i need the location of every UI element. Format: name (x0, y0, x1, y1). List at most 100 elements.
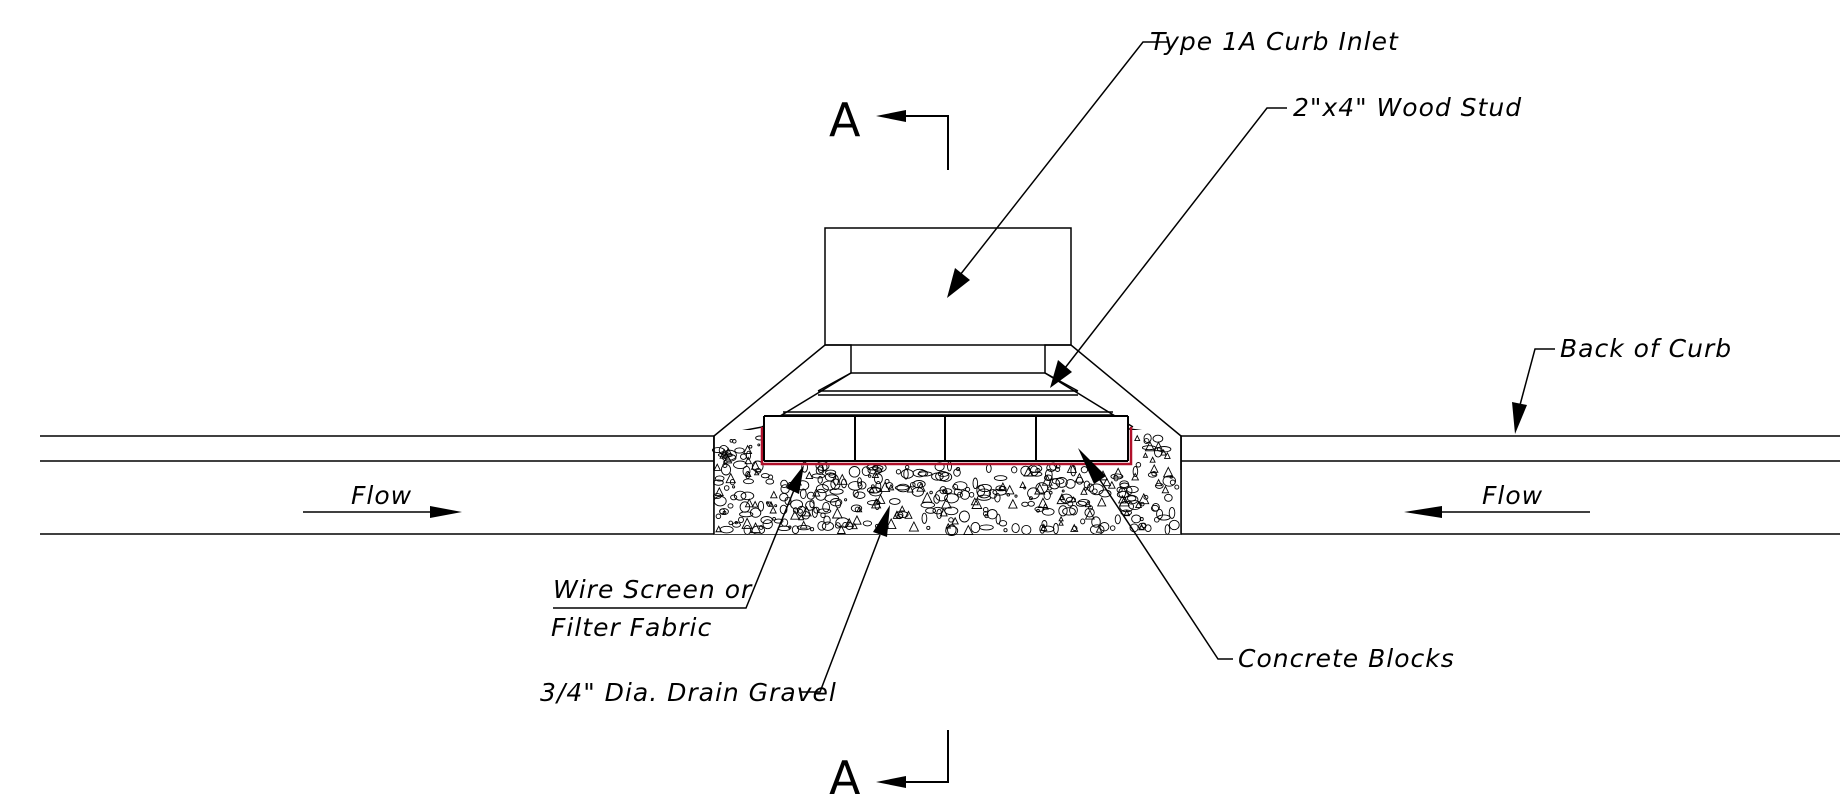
gravel-stone (1011, 466, 1018, 474)
gravel-stone (714, 475, 725, 482)
section-label-top: A (829, 93, 861, 147)
gravel-stone (790, 499, 804, 510)
gravel-stone (1168, 506, 1176, 519)
flow-arrowhead-right (1404, 506, 1442, 518)
gravel-stone (723, 447, 733, 457)
gravel-stone (713, 495, 727, 507)
gravel-stone (739, 511, 754, 518)
gravel-stone (1164, 493, 1173, 502)
gravel-stone (1031, 471, 1043, 477)
gravel-stone (801, 505, 812, 517)
gravel-stone (768, 500, 774, 507)
gravel-stone (904, 510, 913, 519)
gravel-stone (952, 483, 959, 490)
gravel-stone (1149, 456, 1156, 463)
gravel-stone (920, 501, 936, 509)
gravel-stone (1141, 445, 1157, 451)
label-wood-stud: 2"x4" Wood Stud (1293, 93, 1522, 122)
gravel-stone (715, 513, 722, 520)
gravel-stone (1131, 472, 1140, 481)
gravel-stone (875, 480, 882, 493)
gravel-stone (1169, 475, 1173, 479)
gravel-stone (1061, 489, 1065, 493)
gravel-stone (805, 471, 814, 480)
gravel-stone (871, 484, 875, 489)
gravel-stone (733, 460, 748, 470)
gravel-stone (979, 524, 994, 531)
flow-arrow-right: Flow (1404, 481, 1590, 518)
gravel-stone (1126, 485, 1139, 494)
gravel-stone (956, 467, 961, 472)
gravel-stone (734, 447, 745, 454)
gravel-stone (1117, 494, 1127, 504)
gravel-stone (934, 462, 945, 472)
gravel-stone (1138, 492, 1150, 505)
gravel-stone (713, 479, 724, 486)
gravel-stone (758, 525, 764, 530)
gravel-stone (874, 498, 880, 511)
gravel-stone (1160, 448, 1167, 456)
gravel-stone (926, 525, 931, 530)
gravel-stone (711, 447, 725, 454)
gravel-stone (1077, 498, 1091, 506)
gravel-stone (740, 491, 755, 501)
gravel-stone (1156, 508, 1164, 520)
section-marker-bottom: A (829, 730, 949, 794)
gravel-stone (1080, 487, 1088, 495)
gravel-stone (750, 460, 761, 470)
gravel-stone (769, 490, 778, 499)
callout-arrow-drain-gravel (873, 505, 890, 537)
gravel-stone (738, 516, 744, 524)
gravel-stone (790, 509, 800, 520)
gravel-stone (1164, 524, 1171, 535)
gravel-stone (972, 477, 979, 490)
gravel-stone (774, 504, 778, 508)
gravel-stone (921, 512, 928, 524)
gravel-stone (1027, 487, 1040, 500)
gravel-stone (760, 516, 773, 524)
gravel-stone (1116, 486, 1123, 493)
gravel-stone (1119, 500, 1134, 513)
gravel-stone (1102, 477, 1112, 487)
gravel-stone (868, 474, 872, 478)
gravel-stone (1066, 462, 1078, 473)
gravel-stone (768, 474, 774, 480)
gravel-stone (948, 517, 954, 523)
gravel-stone (1083, 480, 1091, 489)
flow-label-right: Flow (1482, 481, 1543, 510)
gravel-stone (925, 507, 937, 514)
gravel-stone (1161, 485, 1170, 494)
gravel-stone (1067, 500, 1074, 507)
gravel-stone (933, 494, 941, 504)
gravel-stone (740, 453, 747, 460)
gravel-stone (773, 518, 784, 524)
gravel-stone (1123, 509, 1131, 517)
gravel-stone (813, 506, 820, 514)
gravel-stone (1021, 524, 1032, 535)
gravel-stone (1147, 472, 1158, 478)
gravel-stone (947, 524, 957, 536)
gravel-stone (953, 468, 961, 477)
gravel-stone (817, 508, 832, 514)
gravel-stone (792, 507, 799, 514)
gravel-stone (732, 439, 737, 444)
gravel-stone (908, 520, 920, 532)
gravel-stone (1143, 494, 1149, 500)
gravel-stone (844, 517, 854, 527)
gravel-stone (806, 491, 815, 500)
filter-fabric (760, 427, 1133, 466)
gravel-stone (1072, 525, 1078, 532)
gravel-stone (769, 505, 777, 514)
gravel-stone (854, 491, 866, 499)
section-marker-top: A (829, 93, 949, 170)
flow-arrowhead-left (430, 506, 462, 518)
gravel-stone (727, 503, 734, 509)
gravel-stone (1069, 505, 1078, 516)
gravel-stone (1138, 523, 1145, 531)
gravel-stone (1174, 484, 1180, 490)
gravel-stone (905, 464, 910, 470)
callout-curb-inlet: Type 1A Curb Inlet (947, 27, 1398, 298)
gravel-stone (749, 507, 762, 518)
gravel-stone (984, 513, 989, 519)
